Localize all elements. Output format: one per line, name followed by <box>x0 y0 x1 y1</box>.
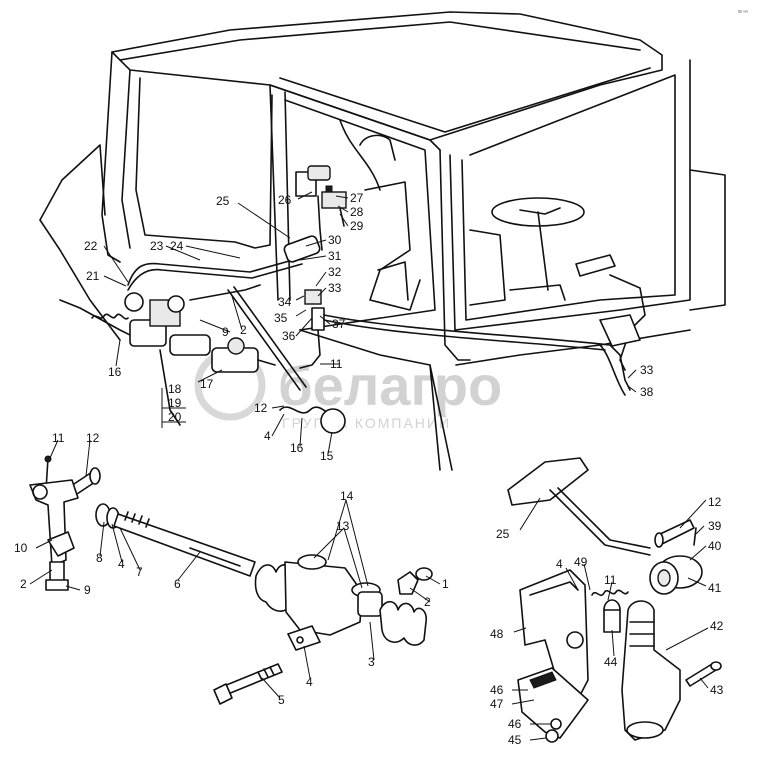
callout-5: 5 <box>278 693 285 707</box>
callout-31: 31 <box>328 249 342 263</box>
callout-35: 35 <box>274 311 288 325</box>
callout-45: 45 <box>508 733 522 747</box>
callout-17: 17 <box>200 377 214 391</box>
callout-9: 9 <box>222 325 229 339</box>
callout-38: 38 <box>640 385 654 399</box>
callout-15: 15 <box>320 449 334 463</box>
callout-21: 21 <box>86 269 100 283</box>
callout-47: 47 <box>490 697 504 711</box>
callout-18: 18 <box>168 382 182 396</box>
callout-12c: 12 <box>708 495 722 509</box>
callout-8: 8 <box>96 551 103 565</box>
callout-36: 36 <box>282 329 296 343</box>
callout-43: 43 <box>710 683 724 697</box>
callout-13: 13 <box>336 519 350 533</box>
callout-16b: 16 <box>290 441 304 455</box>
callout-25: 25 <box>216 194 230 208</box>
callout-23: 23 <box>150 239 164 253</box>
callout-labels: 22 21 23 24 25 26 27 28 29 30 31 32 33 3… <box>14 191 724 747</box>
callout-24: 24 <box>170 239 184 253</box>
callout-49: 49 <box>574 555 588 569</box>
callout-4: 4 <box>264 429 271 443</box>
callout-32: 32 <box>328 265 342 279</box>
callout-6: 6 <box>174 577 181 591</box>
callout-27: 27 <box>350 191 364 205</box>
callout-25b: 25 <box>496 527 510 541</box>
callout-2c: 2 <box>424 595 431 609</box>
callout-48: 48 <box>490 627 504 641</box>
callout-3: 3 <box>368 655 375 669</box>
callout-41: 41 <box>708 581 722 595</box>
callout-11: 11 <box>330 357 343 371</box>
callout-26: 26 <box>278 193 292 207</box>
callout-42: 42 <box>710 619 724 633</box>
callout-34: 34 <box>278 295 292 309</box>
callout-2: 2 <box>240 323 247 337</box>
callout-44: 44 <box>604 655 618 669</box>
callout-14: 14 <box>340 489 354 503</box>
callout-4b: 4 <box>118 557 125 571</box>
callout-33b: 33 <box>640 363 654 377</box>
callout-39: 39 <box>708 519 722 533</box>
callout-4c: 4 <box>306 675 313 689</box>
callout-22: 22 <box>84 239 98 253</box>
callout-16: 16 <box>108 365 122 379</box>
corner-mark: ᵦᵦ ₓₓₓ <box>738 8 749 14</box>
callout-7: 7 <box>136 565 143 579</box>
callout-29: 29 <box>350 219 364 233</box>
callout-12: 12 <box>254 401 268 415</box>
callout-46a: 46 <box>490 683 504 697</box>
callout-20: 20 <box>168 410 182 424</box>
callout-11c: 11 <box>604 573 617 587</box>
callout-10: 10 <box>14 541 28 555</box>
upper-hydraulic-assembly <box>59 165 631 434</box>
callout-9b: 9 <box>84 583 91 597</box>
callout-37: 37 <box>332 317 346 331</box>
callout-1: 1 <box>442 577 449 591</box>
callout-30: 30 <box>328 233 342 247</box>
callout-19: 19 <box>168 396 182 410</box>
callout-46b: 46 <box>508 717 522 731</box>
callout-11b: 11 <box>52 431 65 445</box>
callout-40: 40 <box>708 539 722 553</box>
callout-2b: 2 <box>20 577 27 591</box>
leader-lines <box>29 191 709 741</box>
callout-4d: 4 <box>556 557 563 571</box>
master-cylinder-exploded-view <box>29 455 433 705</box>
callout-12b: 12 <box>86 431 100 445</box>
callout-33: 33 <box>328 281 342 295</box>
watermark-tagline: ГРУППА КОМПАНИЙ <box>282 414 451 431</box>
brake-pedal-exploded-view <box>507 457 722 743</box>
callout-28: 28 <box>350 205 364 219</box>
